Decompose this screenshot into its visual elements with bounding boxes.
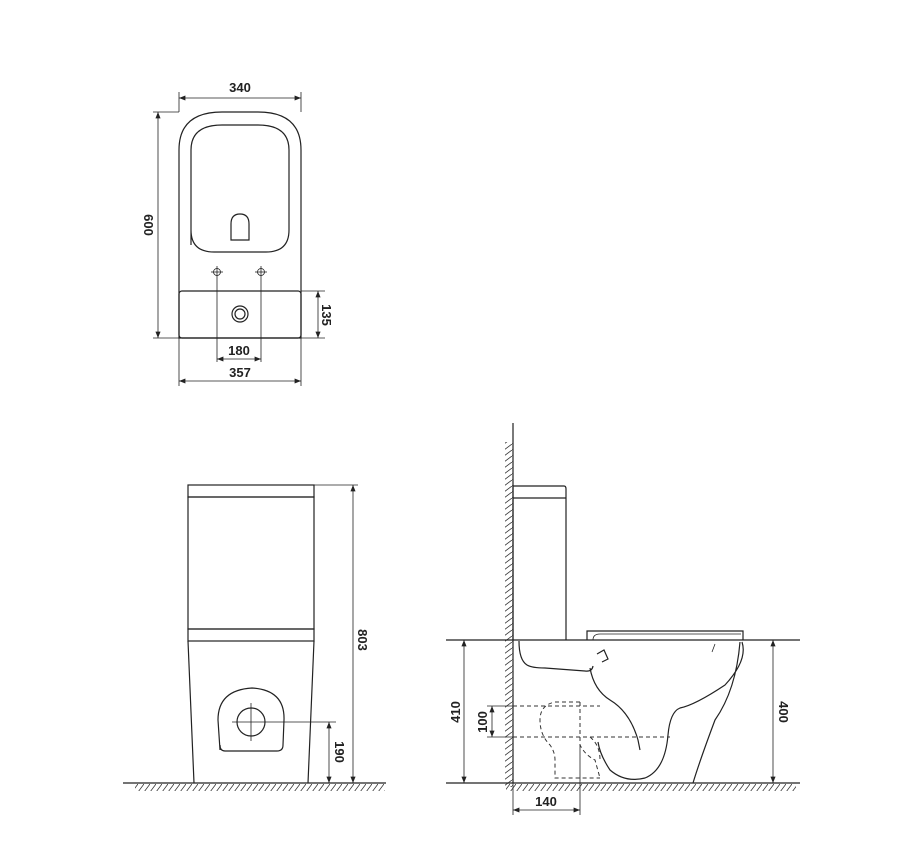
- flush-button-icon: [230, 213, 250, 241]
- bolt-mark-icon: [211, 266, 223, 362]
- bolt-mark-icon: [255, 266, 267, 362]
- tank-side: [512, 485, 567, 640]
- seat-lid-side: [586, 630, 744, 640]
- dim-height: 803: [355, 629, 370, 651]
- outlet-cover: [217, 687, 285, 752]
- tank-lid: [187, 484, 315, 498]
- dim-rim-height: 410: [448, 701, 463, 723]
- seat-band: [187, 628, 315, 642]
- dim-seat-height: 400: [776, 701, 791, 723]
- dim-width-top: 340: [229, 80, 251, 95]
- tank-body: [187, 496, 315, 630]
- dim-outlet-height: 190: [332, 741, 347, 763]
- top-view-outline: [178, 111, 302, 339]
- dim-bolt-spacing: 180: [228, 343, 250, 358]
- dim-wall-to-outlet: 140: [535, 794, 557, 809]
- dim-outlet-range: 100: [475, 711, 490, 733]
- dim-width-base: 357: [229, 365, 251, 380]
- bowl-side: [518, 640, 744, 784]
- front-view: 803 190: [123, 484, 386, 791]
- side-view: 410 100 400 140: [446, 423, 800, 815]
- dim-tank-depth: 135: [319, 304, 334, 326]
- outlet-ring-icon: [231, 305, 249, 323]
- bowl-front: [187, 640, 315, 784]
- top-view-tank: [178, 290, 302, 339]
- outlet-pipe-hidden: [513, 701, 670, 779]
- top-view: 340 600 135 180 357: [141, 80, 334, 386]
- dim-depth: 600: [141, 214, 156, 236]
- top-view-lid: [190, 124, 290, 253]
